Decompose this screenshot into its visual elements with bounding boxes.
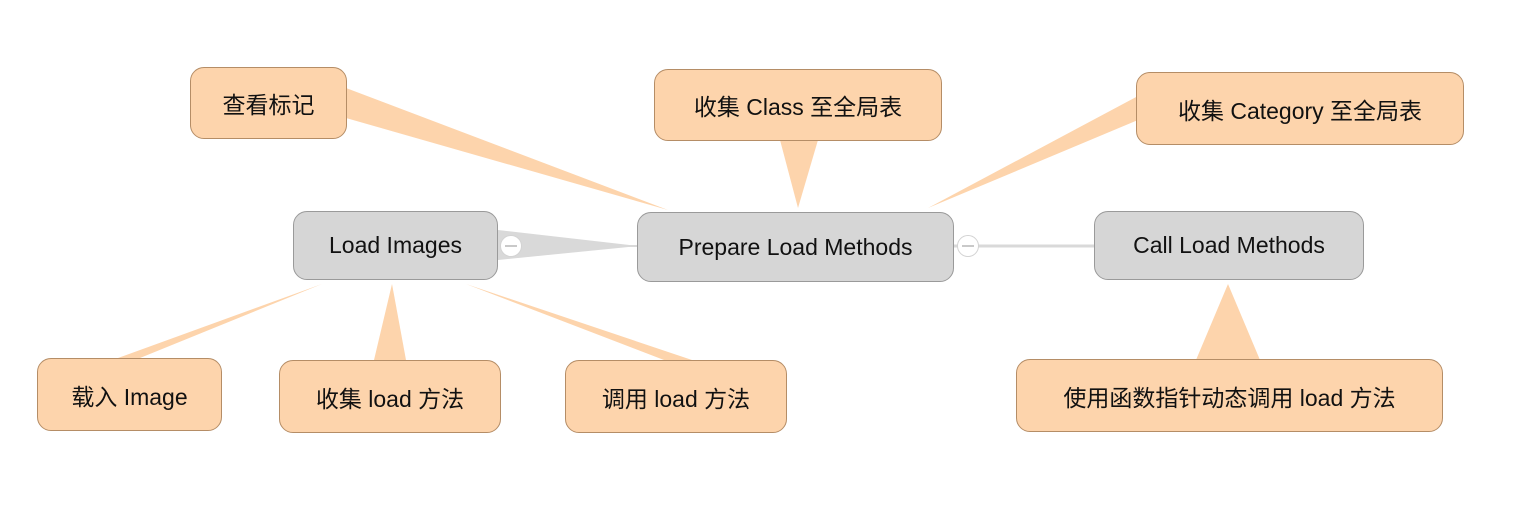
callout-collect-load[interactable]: 收集 load 方法: [279, 360, 501, 433]
callout-pointer: [374, 284, 406, 360]
callout-pointer: [346, 88, 668, 210]
collapse-toggle-right[interactable]: [957, 235, 979, 257]
callout-collect-class[interactable]: 收集 Class 至全局表: [654, 69, 942, 141]
callout-collect-category[interactable]: 收集 Category 至全局表: [1136, 72, 1464, 145]
callout-call-load[interactable]: 调用 load 方法: [565, 360, 787, 433]
callout-pointer: [780, 140, 818, 208]
collapse-toggle-left[interactable]: [500, 235, 522, 257]
callout-pointer: [928, 96, 1138, 208]
topic-call-load-methods[interactable]: Call Load Methods: [1094, 211, 1364, 280]
callout-check-mark[interactable]: 查看标记: [190, 67, 347, 139]
callout-pointer: [1196, 284, 1260, 360]
callout-load-image[interactable]: 载入 Image: [37, 358, 222, 431]
callout-pointer: [466, 284, 692, 360]
callout-pointer: [118, 284, 322, 358]
topic-load-images[interactable]: Load Images: [293, 211, 498, 280]
topic-prepare-load-methods[interactable]: Prepare Load Methods: [637, 212, 954, 282]
callout-call-load-pointer[interactable]: 使用函数指针动态调用 load 方法: [1016, 359, 1443, 432]
